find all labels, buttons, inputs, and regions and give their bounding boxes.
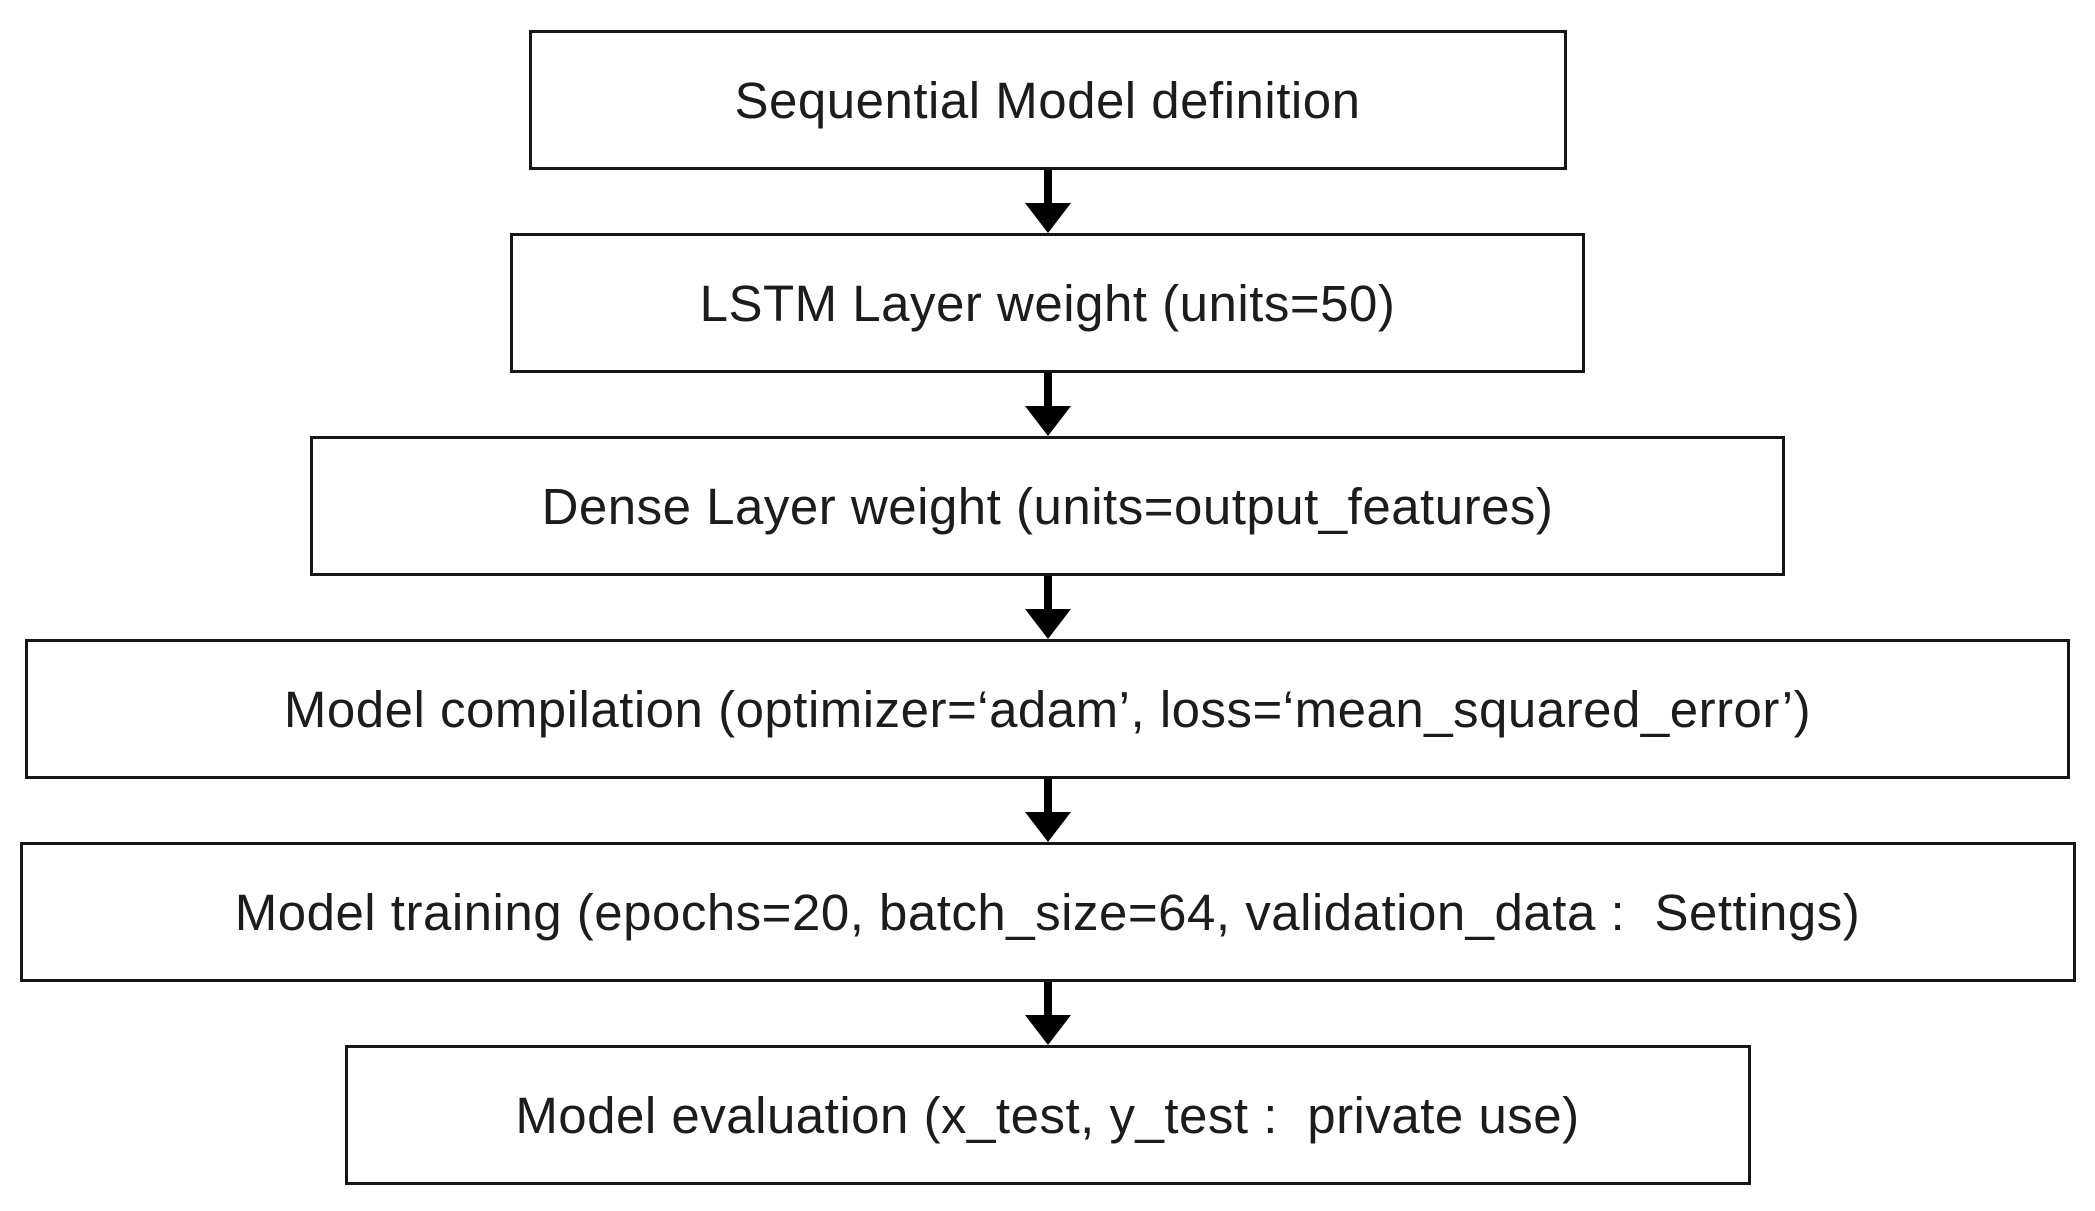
- flow-step-sequential-model-definition: Sequential Model definition: [528, 30, 1567, 170]
- down-arrow-icon: [1024, 982, 1071, 1045]
- flow-step-label: Model training (epochs=20, batch_size=64…: [234, 883, 1861, 941]
- flow-step-lstm-layer-weight: LSTM Layer weight (units=50): [510, 233, 1585, 373]
- flow-step-label: LSTM Layer weight (units=50): [699, 274, 1396, 332]
- flow-step-label: Dense Layer weight (units=output_feature…: [541, 477, 1554, 535]
- down-arrow-icon: [1024, 779, 1071, 842]
- down-arrow-icon: [1024, 373, 1071, 436]
- arrow-head: [1024, 609, 1071, 639]
- arrow-stem: [1043, 373, 1052, 406]
- arrow-head: [1024, 406, 1071, 436]
- flow-step-model-evaluation: Model evaluation (x_test, y_test : priva…: [344, 1045, 1751, 1185]
- flow-step-dense-layer-weight: Dense Layer weight (units=output_feature…: [310, 436, 1785, 576]
- arrow-head: [1024, 203, 1071, 233]
- arrow-head: [1024, 812, 1071, 842]
- flow-step-label: Model evaluation (x_test, y_test : priva…: [515, 1086, 1580, 1144]
- flow-step-model-training: Model training (epochs=20, batch_size=64…: [19, 842, 2076, 982]
- arrow-stem: [1043, 170, 1052, 203]
- flow-step-label: Sequential Model definition: [734, 71, 1361, 129]
- arrow-head: [1024, 1015, 1071, 1045]
- arrow-stem: [1043, 982, 1052, 1015]
- arrow-stem: [1043, 576, 1052, 609]
- down-arrow-icon: [1024, 576, 1071, 639]
- flow-step-model-compilation: Model compilation (optimizer=‘adam’, los…: [25, 639, 2070, 779]
- down-arrow-icon: [1024, 170, 1071, 233]
- arrow-stem: [1043, 779, 1052, 812]
- flow-step-label: Model compilation (optimizer=‘adam’, los…: [283, 680, 1812, 738]
